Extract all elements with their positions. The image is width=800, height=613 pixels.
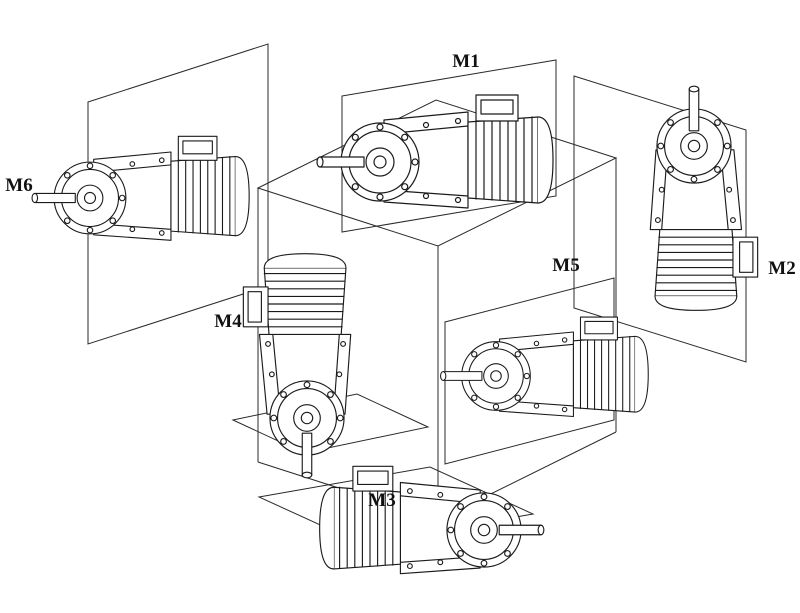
label-m4: M4 <box>214 311 242 332</box>
gearmotor-m2-icon <box>649 85 759 311</box>
label-m3: M3 <box>368 490 395 511</box>
mounting-plane-m1 <box>341 59 557 233</box>
gearmotor-m5-icon <box>440 316 649 418</box>
mounting-plane-m5 <box>444 277 615 465</box>
label-m1: M1 <box>452 51 479 72</box>
label-m5: M5 <box>552 255 579 276</box>
gearmotor-m4-icon <box>242 253 352 479</box>
gearmotor-m3-icon <box>319 465 545 575</box>
label-m2: M2 <box>768 258 795 279</box>
label-m6: M6 <box>5 175 32 196</box>
gearmotor-m1-icon <box>316 94 554 209</box>
gearmotor-m6-icon <box>31 135 250 241</box>
